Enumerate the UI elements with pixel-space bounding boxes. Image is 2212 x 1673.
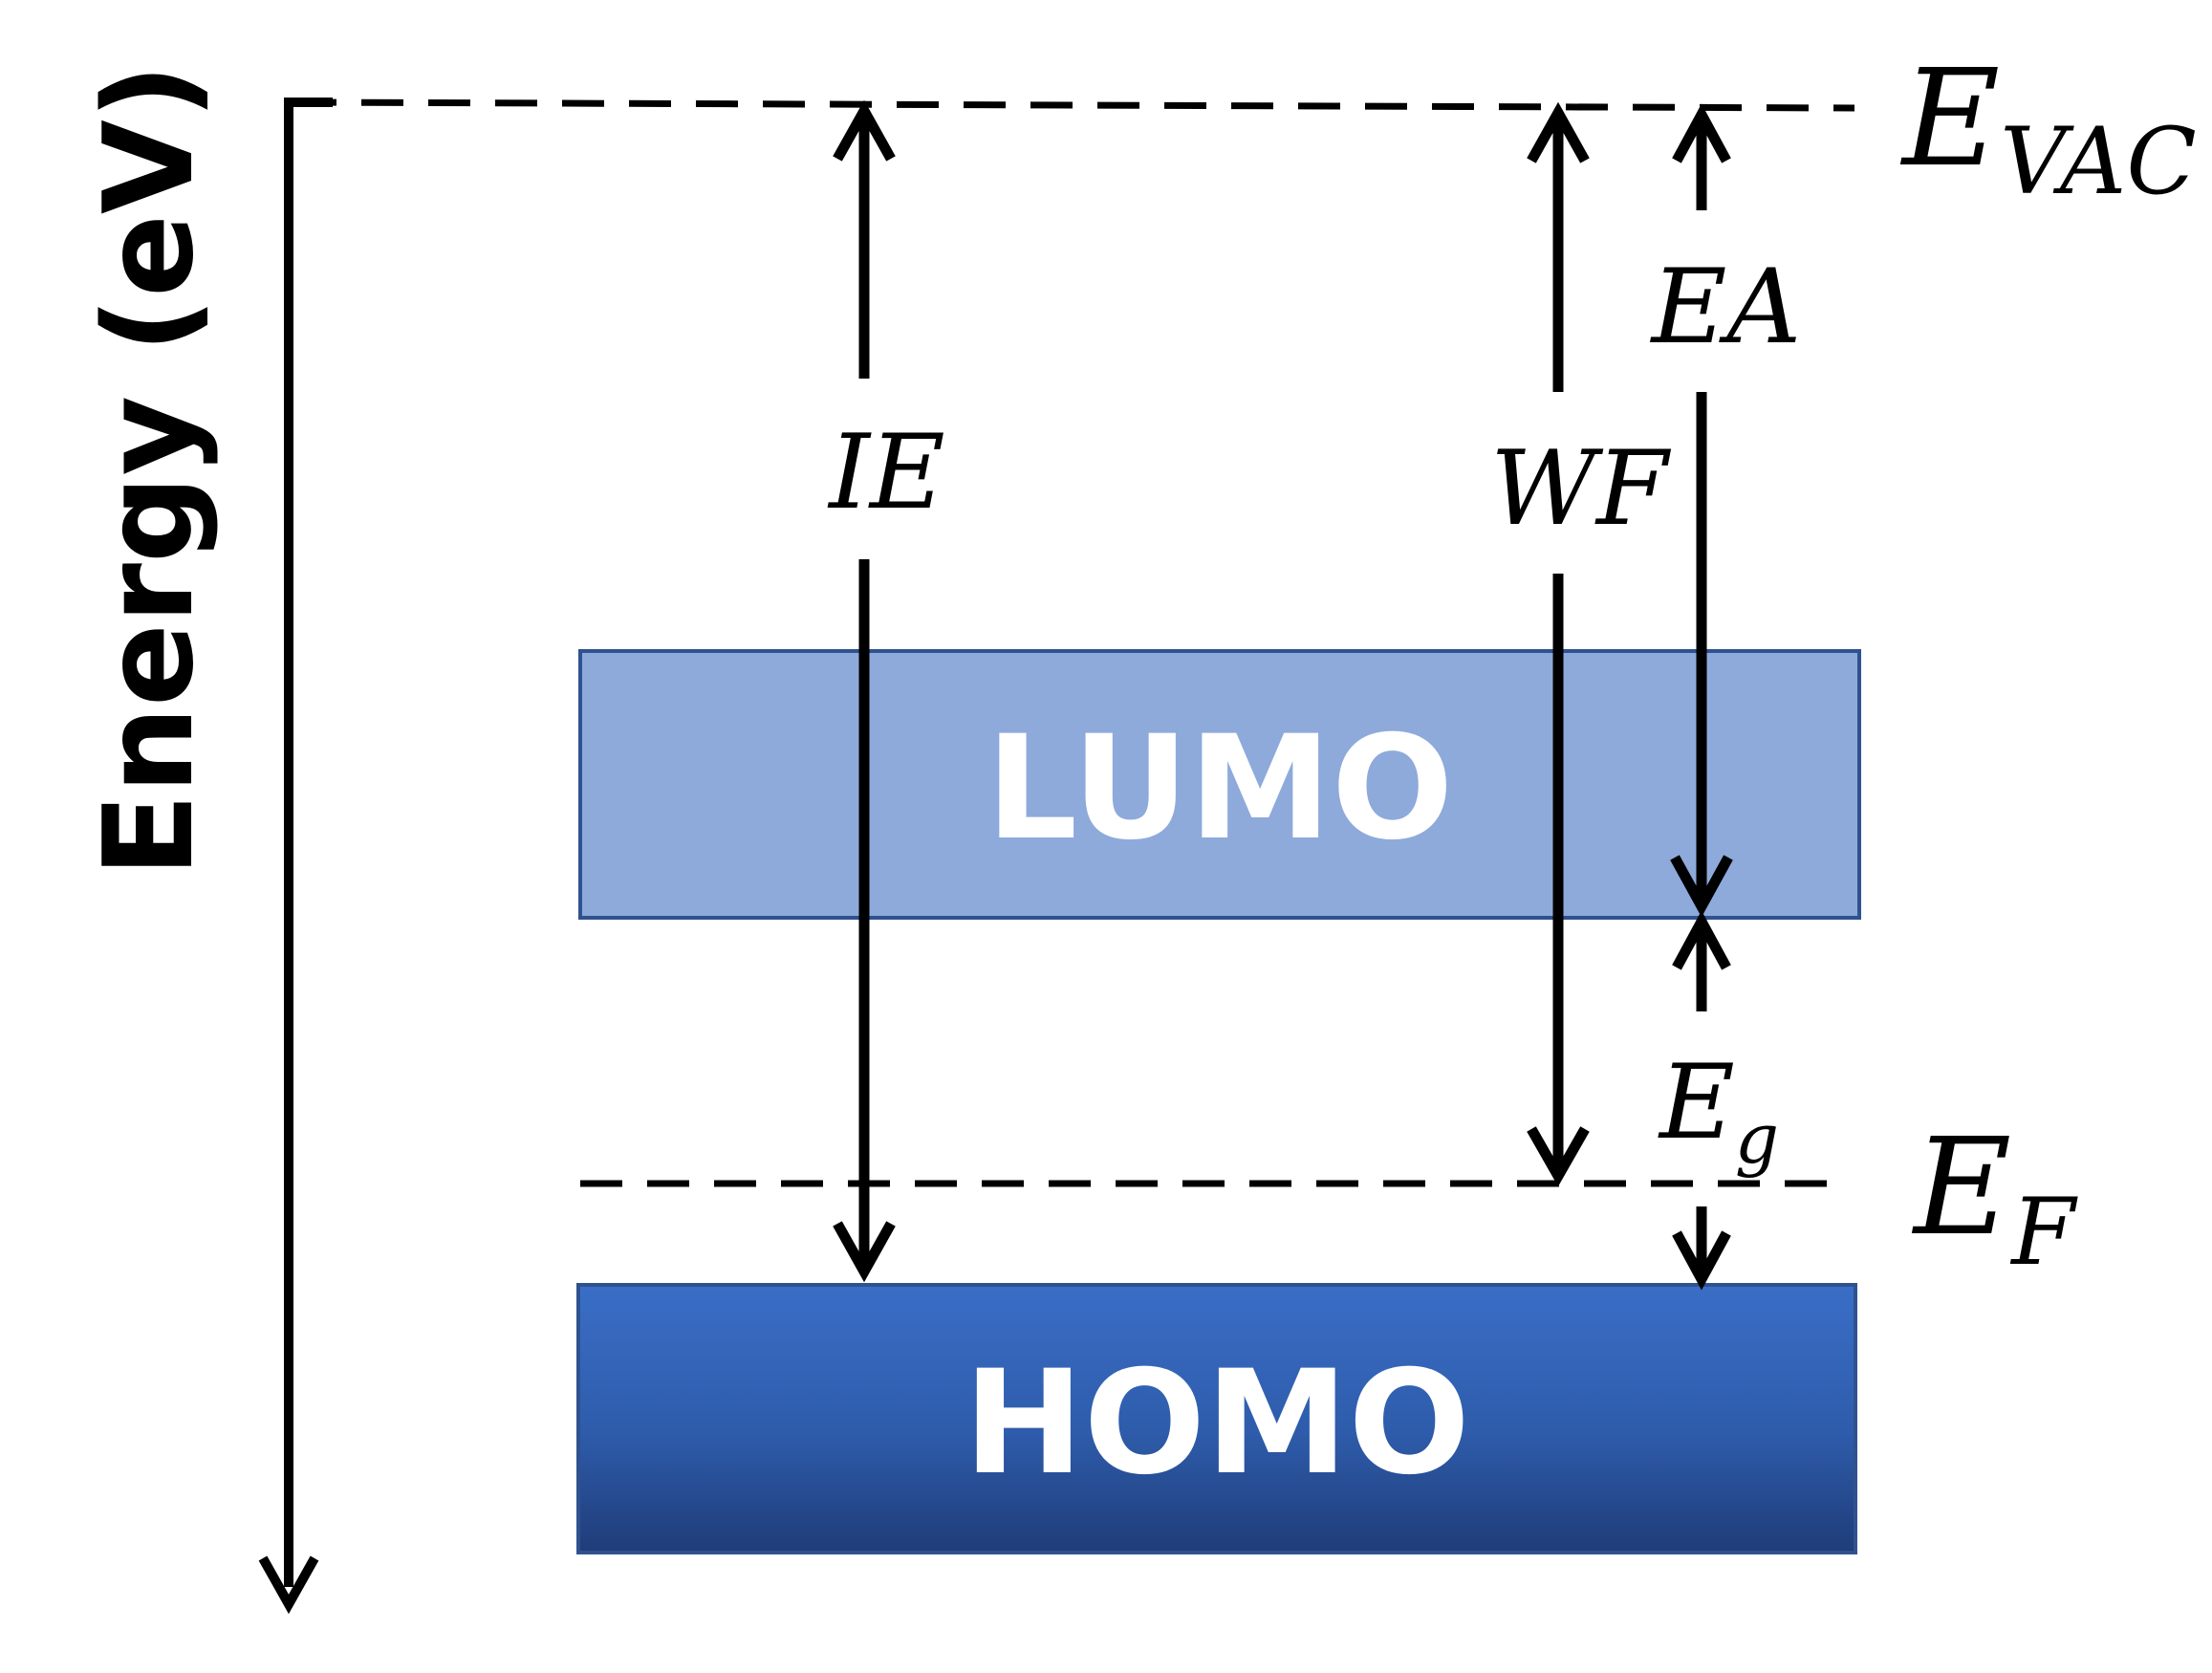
vacuum-symbol: E: [1899, 41, 2000, 197]
eg-label: Eg: [1658, 1043, 1779, 1179]
fermi-level-label: EF: [1911, 1110, 2078, 1286]
lumo-band: [578, 649, 1861, 920]
wf-label: WF: [1490, 429, 1672, 549]
homo-band: [576, 1283, 1857, 1554]
ie-label: IE: [827, 413, 945, 532]
vacuum-level-label: EVAC: [1899, 41, 2197, 215]
eg-subscript: g: [1735, 1098, 1779, 1179]
ea-label: EA: [1650, 248, 1802, 367]
energy-axis: [284, 98, 333, 1587]
eg-arrow: [1672, 910, 1731, 1291]
ea-arrow: [1670, 103, 1733, 918]
fermi-symbol: E: [1911, 1110, 2011, 1266]
energy-axis-arrowhead: [258, 1555, 319, 1615]
vacuum-subscript: VAC: [2000, 108, 2197, 215]
fermi-subscript: F: [2009, 1179, 2078, 1286]
homo-label: HOMO: [964, 1340, 1470, 1507]
lumo-label: LUMO: [987, 706, 1454, 872]
energy-axis-label: Energy (eV): [78, 64, 221, 878]
wf-arrow: [1527, 101, 1590, 1187]
eg-symbol: E: [1658, 1043, 1735, 1162]
ie-arrow: [833, 99, 896, 1283]
vacuum-level-line: [293, 98, 1855, 112]
